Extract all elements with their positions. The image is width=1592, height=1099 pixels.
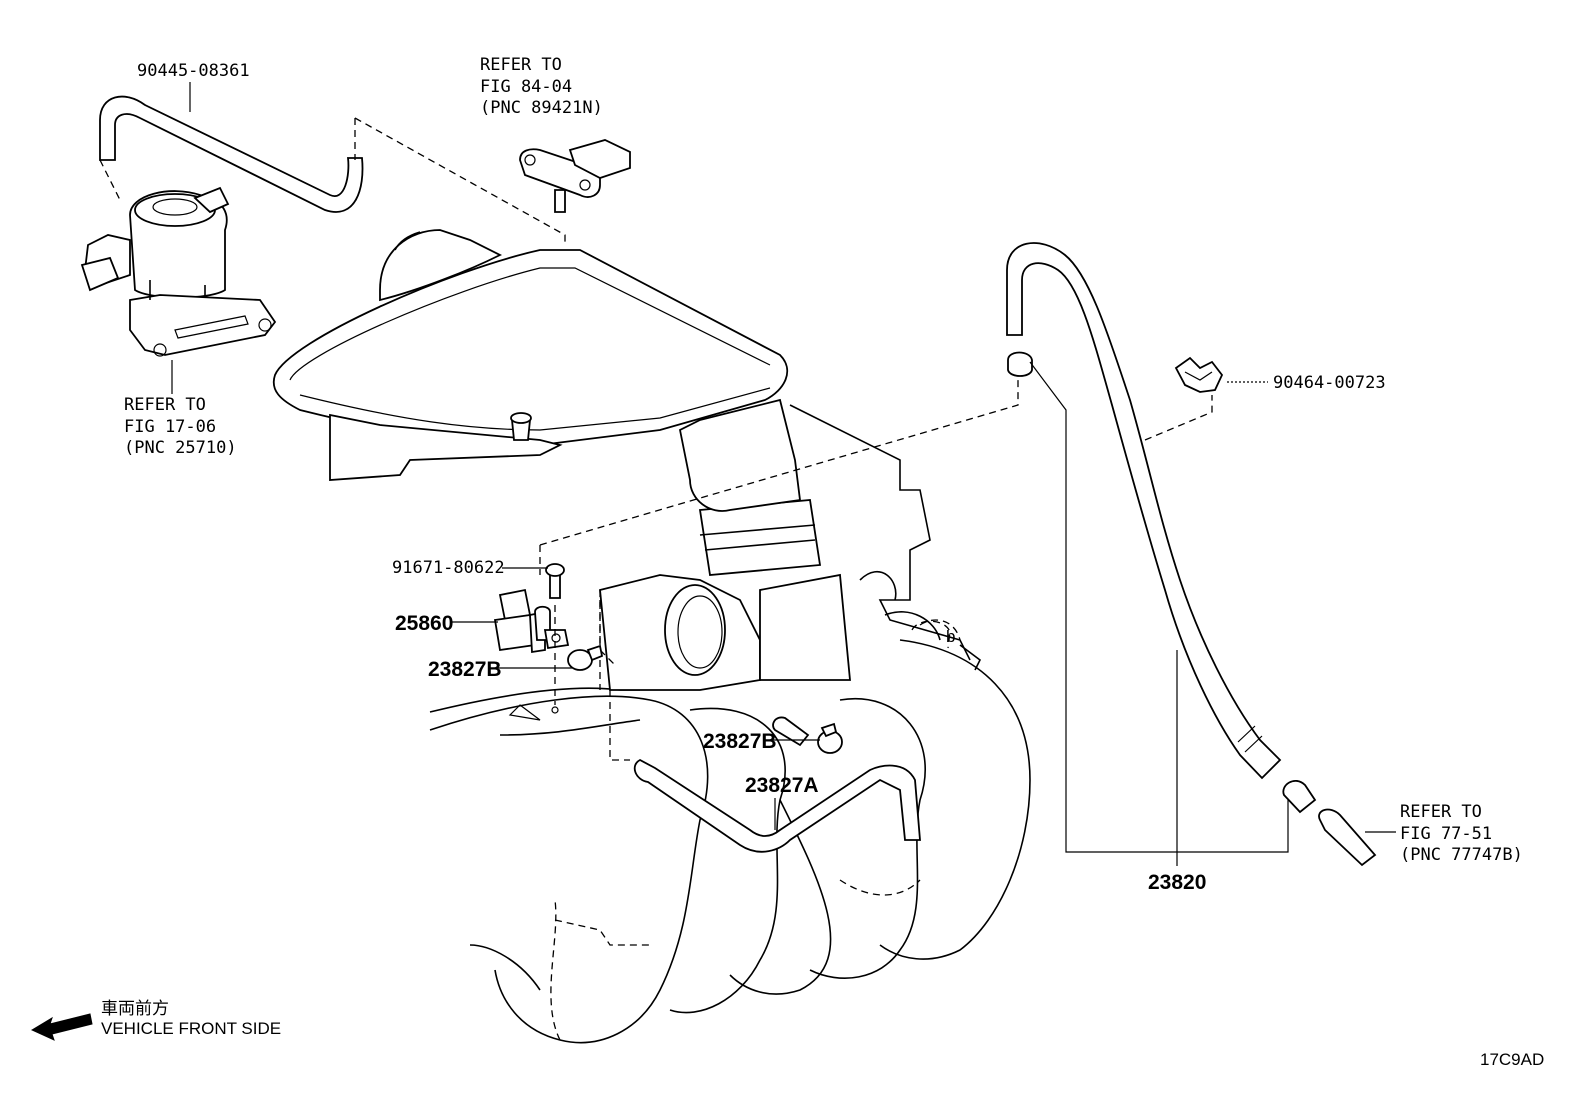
hose-90445-08361: [99, 95, 364, 213]
air-cleaner: [272, 229, 802, 512]
vehicle-front-label-jp: 車両前方: [101, 999, 169, 1018]
ref-fig-84-04-line2: FIG 84-04: [480, 77, 572, 97]
ref-fig-77-51-line3: (PNC 77747B): [1400, 845, 1523, 865]
part-label-23820: 23820: [1148, 871, 1206, 894]
reference-lines: [99, 117, 1213, 714]
vsv-25860: [493, 563, 604, 671]
hose-23827a: [633, 716, 921, 853]
hose-23820: [1006, 242, 1282, 780]
ref-fig-17-06-line2: FIG 17-06: [124, 417, 216, 437]
b-marker: b: [946, 627, 955, 646]
ref-fig-84-04-line1: REFER TO: [480, 55, 562, 75]
throttle-body: [599, 404, 982, 691]
vehicle-front-label-en: VEHICLE FRONT SIDE: [101, 1019, 281, 1038]
ref-fig-77-51-line2: FIG 77-51: [1400, 824, 1492, 844]
part-label-25860: 25860: [395, 612, 453, 635]
part-label-90464-00723: 90464-00723: [1273, 373, 1386, 393]
ref-fig-17-06-line1: REFER TO: [124, 395, 206, 415]
part-label-23827b-lower: 23827B: [703, 730, 777, 753]
leader-lines: [171, 82, 1396, 866]
part-label-91671-80622: 91671-80622: [392, 558, 505, 578]
ref-fig-84-04-line3: (PNC 89421N): [480, 98, 603, 118]
diagram-id: 17C9AD: [1480, 1050, 1544, 1069]
part-label-90445-08361: 90445-08361: [137, 61, 250, 81]
hose-77747b: [1282, 780, 1377, 867]
sensor-89421n: [519, 139, 631, 213]
ref-fig-17-06-line3: (PNC 25710): [124, 438, 237, 458]
part-label-23827b-upper: 23827B: [428, 658, 502, 681]
clamp-90464-00723: [1174, 356, 1224, 393]
ref-fig-77-51-line1: REFER TO: [1400, 802, 1482, 822]
part-label-23827a: 23827A: [745, 774, 819, 797]
vsv-assembly-25710: [80, 186, 277, 357]
vehicle-front-arrow-icon: [30, 1013, 93, 1041]
